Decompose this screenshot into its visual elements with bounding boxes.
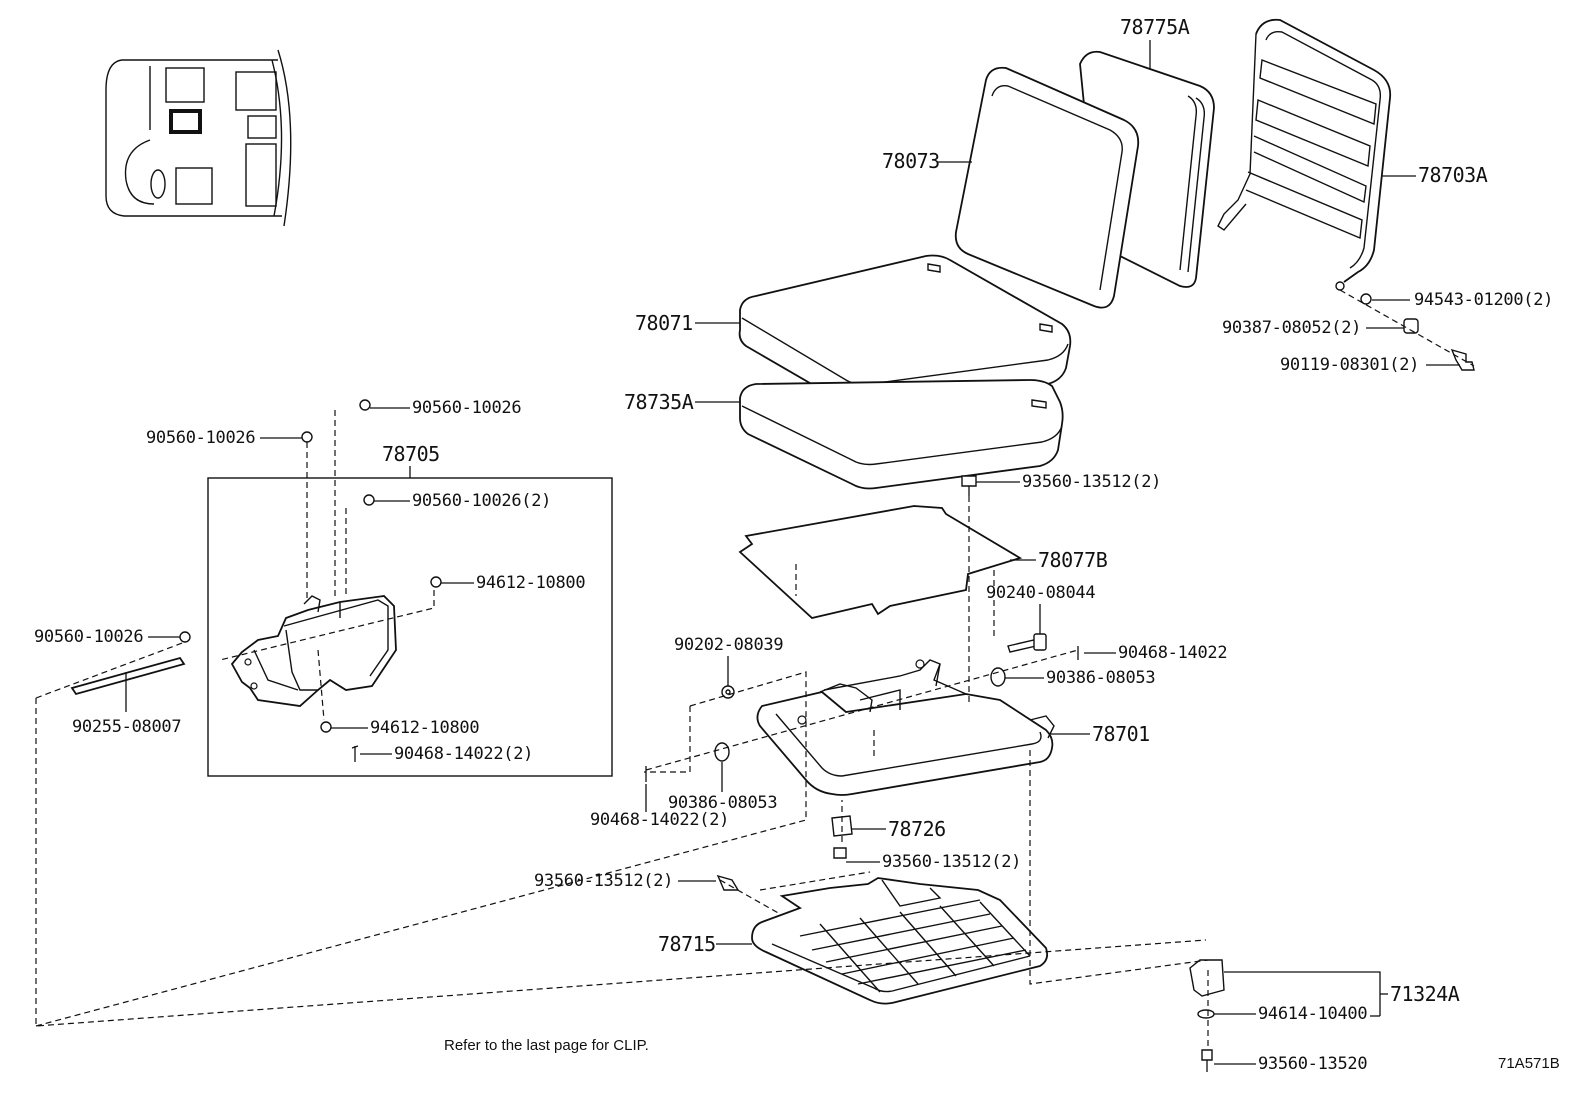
- label-90468-14022-box: 90468-14022(2): [394, 744, 533, 764]
- clip-note: Refer to the last page for CLIP.: [444, 1037, 649, 1054]
- label-94612-10800-bottom: 94612-10800: [370, 718, 479, 738]
- seat-frame-78701: [756, 659, 1055, 796]
- label-90468-14022-left: 90468-14022(2): [590, 810, 729, 830]
- label-78726: 78726: [888, 817, 946, 841]
- label-90468-14022-right: 90468-14022: [1118, 643, 1227, 663]
- label-90119-08301: 90119-08301(2): [1280, 355, 1419, 375]
- label-78701: 78701: [1092, 722, 1150, 746]
- label-78071: 78071: [635, 311, 693, 335]
- label-78705: 78705: [382, 442, 440, 466]
- cushion-sheet-78077B: [738, 505, 1023, 619]
- label-94614-10400: 94614-10400: [1258, 1004, 1367, 1024]
- lower-tray-78715: [751, 877, 1049, 1005]
- dashed-alignment-lines: [35, 289, 1475, 1050]
- label-78073: 78073: [882, 149, 940, 173]
- label-93560-13520: 93560-13520: [1258, 1054, 1367, 1074]
- label-94612-10800-top: 94612-10800: [476, 573, 585, 593]
- label-90560-10026-2: 90560-10026(2): [412, 491, 551, 511]
- label-93560-13512-mid: 93560-13512(2): [882, 852, 1021, 872]
- hinge-cover-assembly: [230, 595, 397, 707]
- label-78715: 78715: [658, 932, 716, 956]
- label-90386-08053-right: 90386-08053: [1046, 668, 1155, 688]
- label-94543-01200: 94543-01200(2): [1414, 290, 1553, 310]
- label-90560-10026-rod: 90560-10026: [34, 627, 143, 647]
- label-71324A: 71324A: [1390, 982, 1460, 1006]
- label-90255-08007: 90255-08007: [72, 717, 181, 737]
- label-90560-10026-left: 90560-10026: [146, 428, 255, 448]
- label-90387-08052: 90387-08052(2): [1222, 318, 1361, 338]
- fasteners: [179, 293, 1475, 1072]
- seat-cushion-pad-78735A: [739, 379, 1064, 490]
- label-78735A: 78735A: [624, 390, 694, 414]
- label-90560-10026-top: 90560-10026: [412, 398, 521, 418]
- label-78077B: 78077B: [1038, 548, 1108, 572]
- vehicle-locator-thumbnail: [105, 49, 292, 227]
- label-90202-08039: 90202-08039: [674, 635, 783, 655]
- label-93560-13512-upper: 93560-13512(2): [1022, 472, 1161, 492]
- seat-back-cover-78073: [954, 66, 1140, 309]
- label-90240-08044: 90240-08044: [986, 583, 1095, 603]
- label-78703A: 78703A: [1418, 163, 1488, 187]
- label-93560-13512-left: 93560-13512(2): [534, 871, 673, 891]
- diagram-code: 71A571B: [1498, 1055, 1560, 1072]
- label-90386-08053-left: 90386-08053: [668, 793, 777, 813]
- label-78775A: 78775A: [1120, 15, 1190, 39]
- rod-90255-08007: [70, 656, 186, 696]
- leader-lines: [125, 40, 1460, 1065]
- seat-back-frame-78703A: [1217, 18, 1392, 291]
